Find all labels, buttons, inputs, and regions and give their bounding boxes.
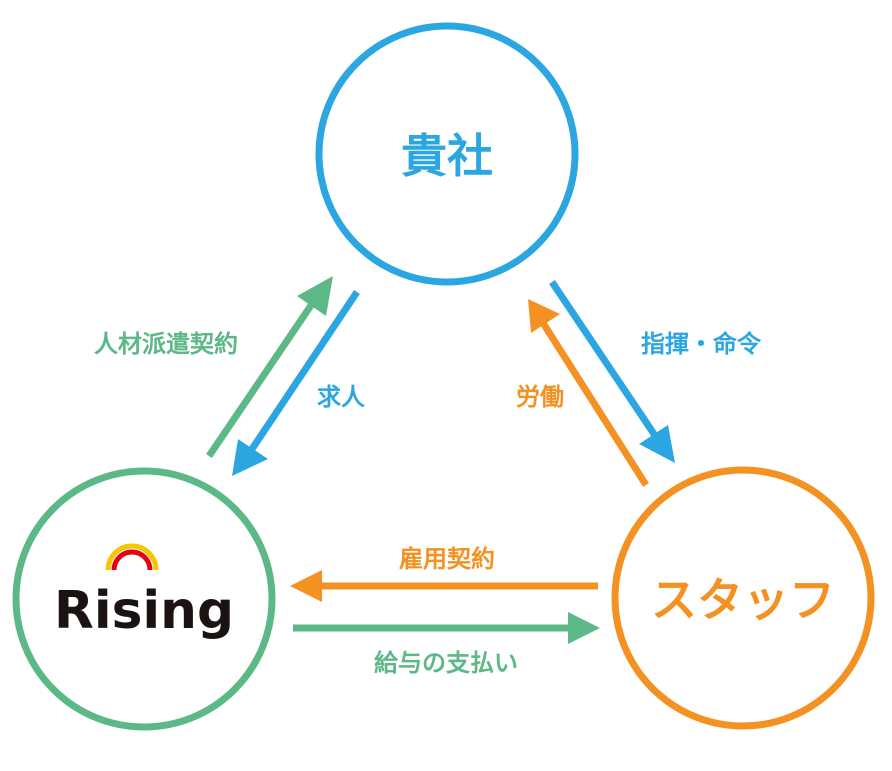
employment-contract-arrowhead [290,570,322,602]
direction-arrow-shaft [549,280,661,442]
salary-payment-arrowhead [568,612,600,644]
staff-label: スタッフ [651,573,835,627]
job-offer-arrow-shaft [247,290,360,454]
labor-arrow-shaft [540,321,649,487]
client-node: 貴社 [315,22,579,286]
labor-arrow [528,299,649,487]
labor-label: 労働 [516,383,564,411]
rising-logo-text: Rising [54,581,234,641]
labor-arrowhead [528,299,560,333]
rising-logo: Rising [54,543,234,641]
dispatch-contract-arrowhead [297,276,333,316]
rising-circle [12,467,276,731]
dispatch-contract-arrow [206,276,333,458]
employment-contract-arrow [290,570,598,602]
dispatch-contract-arrow-shaft [206,296,319,458]
client-circle [315,22,579,286]
salary-payment-label: 給与の支払い [374,649,518,677]
rising-node: Rising [12,467,276,731]
rainbow-icon [105,543,159,571]
job-offer-label: 求人 [317,383,365,411]
job-offer-arrowhead [232,439,268,476]
direction-arrowhead [639,425,675,463]
staff-circle [611,466,875,730]
dispatch-contract-label: 人材派遣契約 [94,330,238,358]
staff-node: スタッフ [611,466,875,730]
salary-payment-arrow [293,612,600,644]
rainbow-inner-icon [111,549,153,571]
client-label: 貴社 [401,129,493,183]
job-offer-arrow [232,290,360,476]
direction-arrow [549,280,675,463]
employment-contract-label: 雇用契約 [399,545,495,573]
direction-label: 指揮・命令 [641,330,762,358]
